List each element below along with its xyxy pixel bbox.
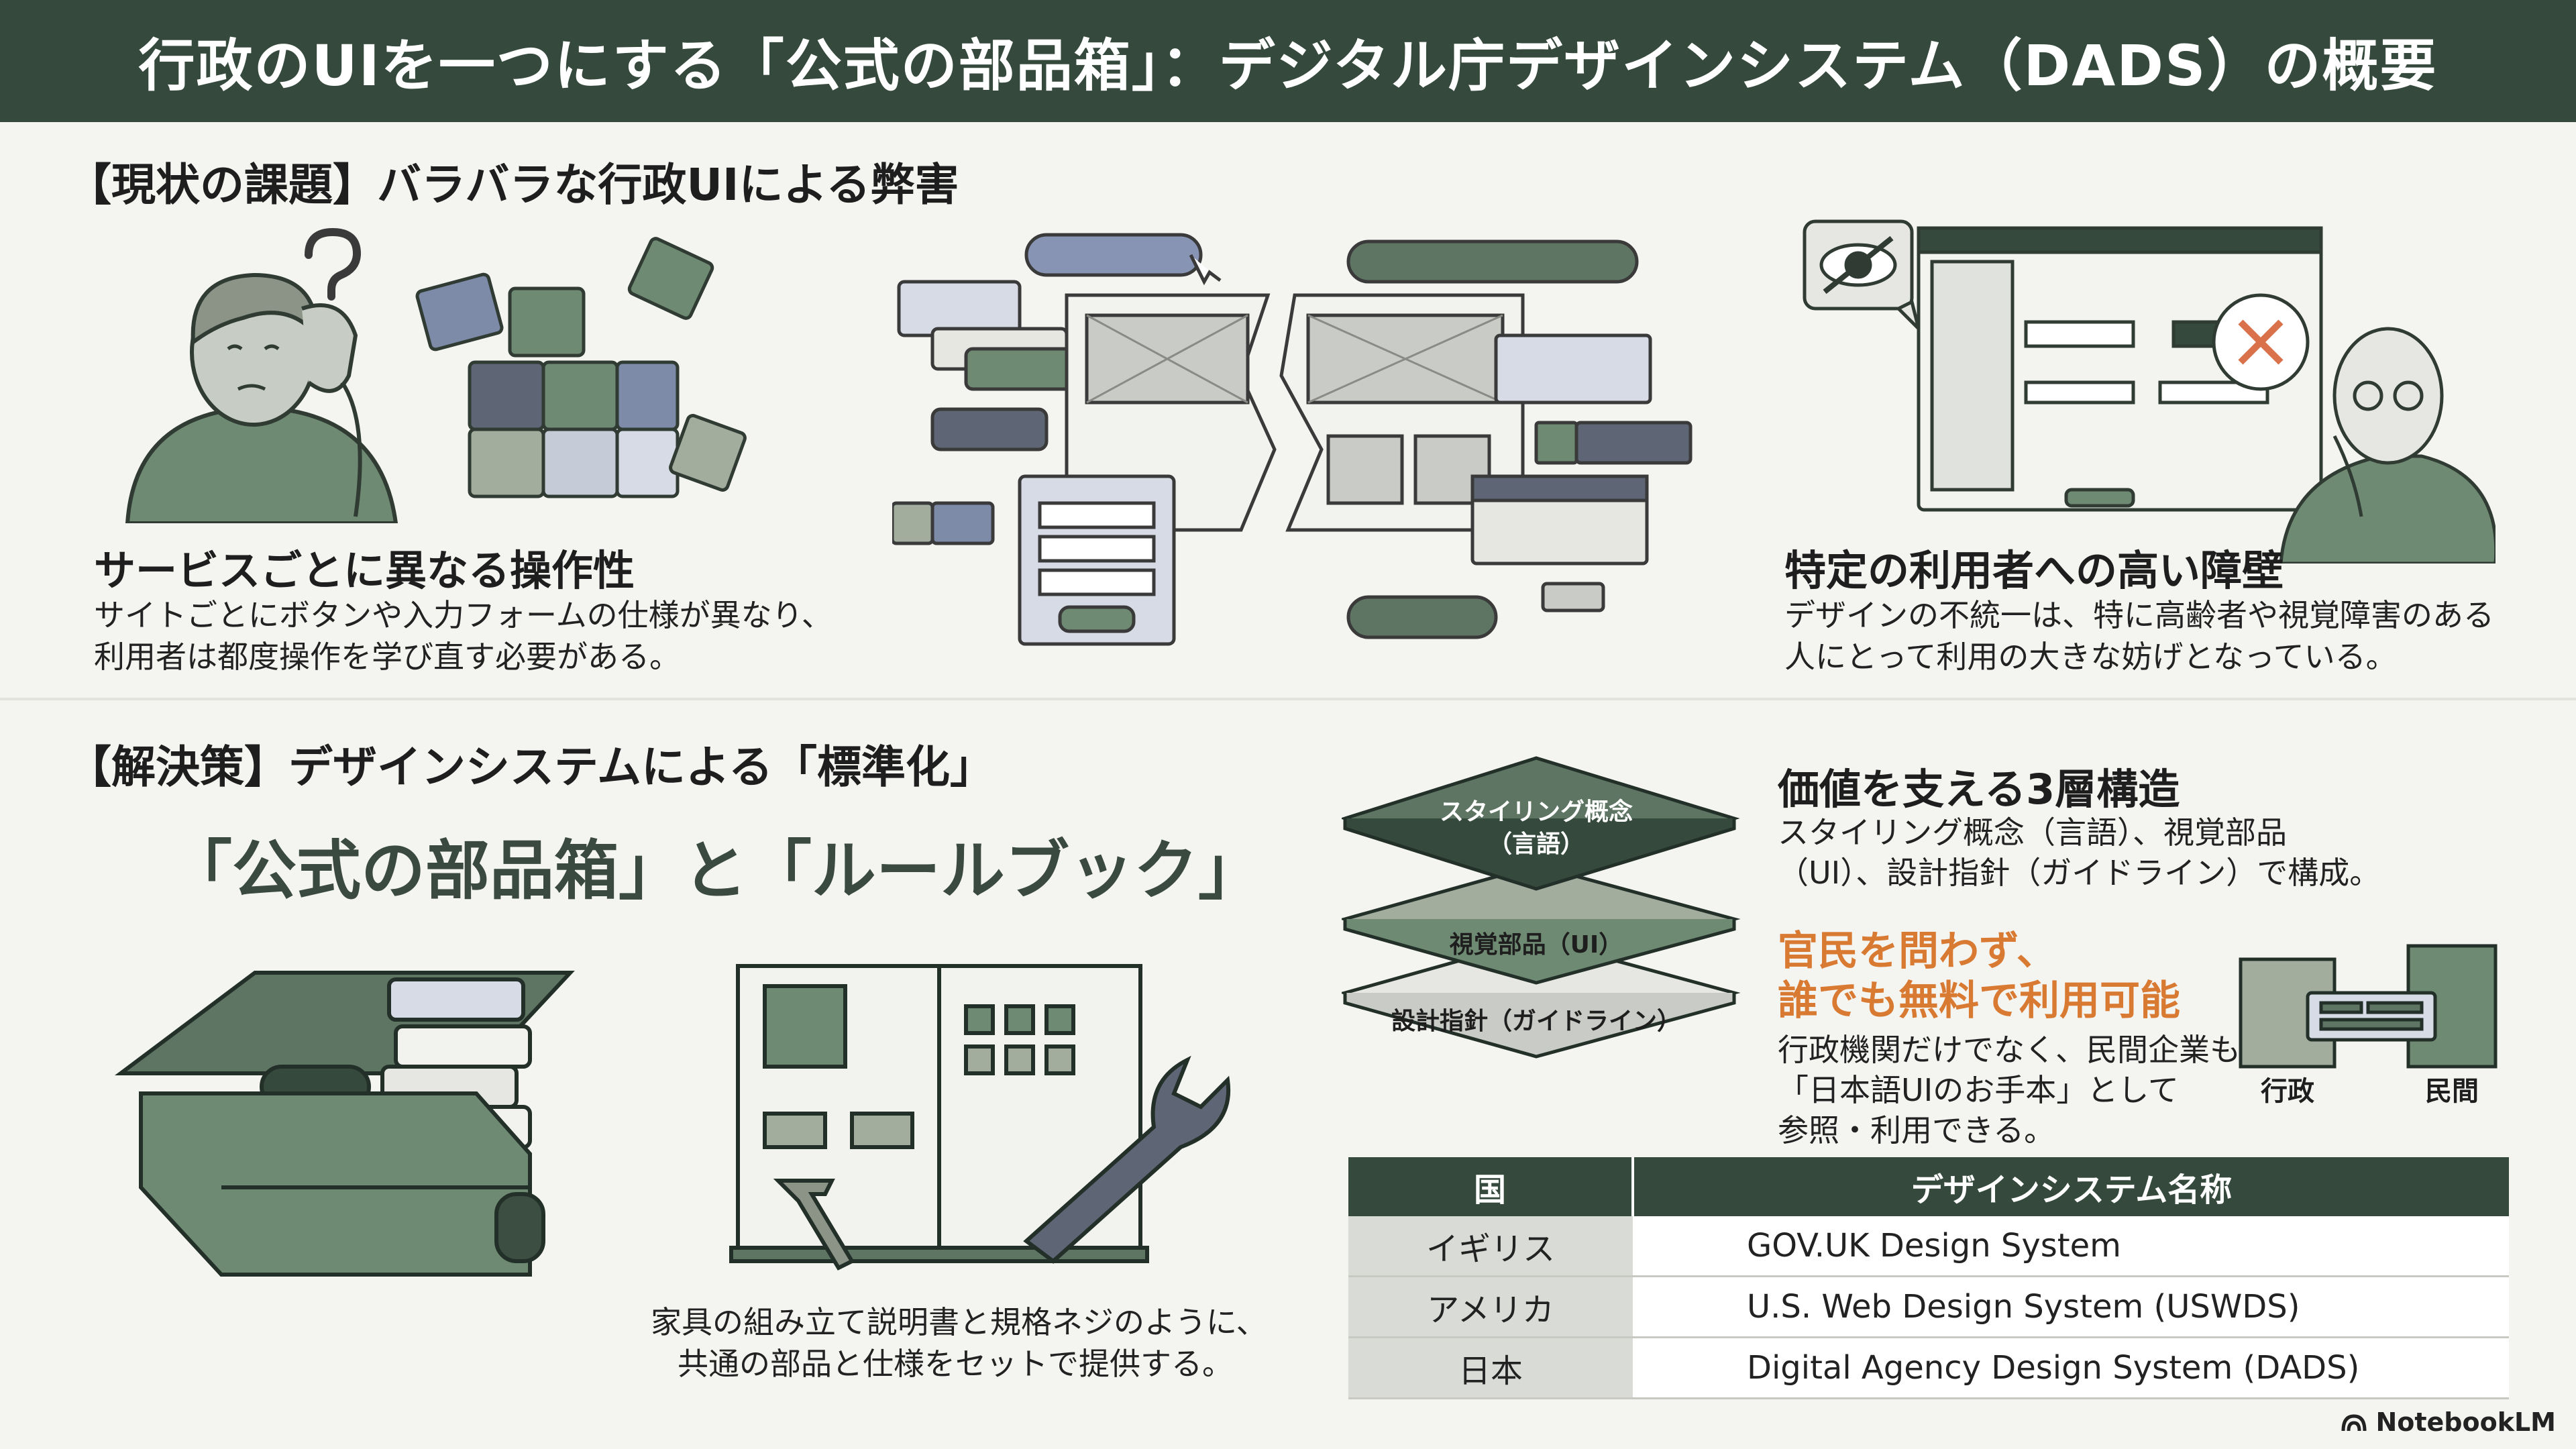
inconsistent-ui-illustration — [892, 233, 1693, 646]
accessibility-barrier-illustration — [1803, 219, 2496, 564]
three-layer-stack: スタイリング概念 （言語） 視覚部品（UI） 設計指針（ガイドライン） — [1342, 756, 1741, 1059]
brand-mark: NotebookLM — [2341, 1407, 2556, 1437]
problem-left-line-2: 利用者は都度操作を学び直す必要がある。 — [94, 639, 680, 675]
free-line-2: 「日本語UIのお手本」として — [1778, 1072, 2179, 1108]
table-header-row: 国 デザインシステム名称 — [1348, 1157, 2509, 1216]
notebooklm-logo-icon — [2341, 1414, 2367, 1432]
layer-middle-label: 視覚部品（UI） — [1450, 931, 1623, 959]
problem-right-title: 特定の利用者への高い障壁 — [1784, 546, 2284, 595]
structure-line-1: スタイリング概念（言語）、視覚部品 — [1778, 814, 2287, 851]
table-row: アメリカ U.S. Web Design System (USWDS) — [1348, 1276, 2509, 1338]
public-private-buildings-illustration: 行政 民間 — [2239, 944, 2498, 1107]
header-bar: 行政のUIを一つにする「公式の部品箱」：デジタル庁デザインシステム（DADS）の… — [0, 0, 2576, 122]
table-cell-country: 日本 — [1348, 1337, 1633, 1399]
confused-user-illustration — [125, 228, 747, 523]
table-cell-name: U.S. Web Design System (USWDS) — [1633, 1276, 2509, 1338]
design-systems-table: 国 デザインシステム名称 イギリス GOV.UK Design System ア… — [1348, 1157, 2509, 1399]
structure-title: 価値を支える3層構造 — [1778, 765, 2180, 814]
section-divider — [0, 698, 2576, 700]
free-title-line-2: 誰でも無料で利用可能 — [1778, 977, 2180, 1024]
x-mark-icon — [2212, 293, 2310, 391]
free-line-3: 参照・利用できる。 — [1778, 1112, 2055, 1148]
problem-left-title: サービスごとに異なる操作性 — [94, 546, 635, 595]
table-row: イギリス GOV.UK Design System — [1348, 1216, 2509, 1277]
label-private: 民間 — [2425, 1076, 2479, 1107]
free-line-1: 行政機関だけでなく、民間企業も — [1778, 1032, 2241, 1068]
problem-left-line-1: サイトごとにボタンや入力フォームの仕様が異なり、 — [94, 597, 833, 633]
label-gov: 行政 — [2261, 1076, 2314, 1107]
problem-right-line-1: デザインの不統一は、特に高齢者や視覚障害のある — [1784, 597, 2494, 633]
solution-caption-line-1: 家具の組み立て説明書と規格ネジのように、 — [651, 1304, 1267, 1340]
table-cell-country: イギリス — [1348, 1216, 1633, 1277]
eye-off-icon — [1803, 219, 1922, 335]
table-cell-name: Digital Agency Design System (DADS) — [1633, 1337, 2509, 1399]
toolbox-and-rulebook-illustration — [115, 964, 1231, 1277]
layer-bottom-label: 設計指針（ガイドライン） — [1391, 1008, 1681, 1035]
layer-top-label-1: スタイリング概念 — [1440, 798, 1633, 826]
puzzle-pieces — [415, 237, 747, 498]
problem-heading: 【現状の課題】バラバラな行政UIによる弊害 — [67, 159, 959, 211]
layer-top-label-2: （言語） — [1488, 830, 1585, 858]
table-header-name: デザインシステム名称 — [1633, 1157, 2509, 1216]
brand-label: NotebookLM — [2375, 1407, 2556, 1437]
solution-subtitle: 「公式の部品箱」と「ルールブック」 — [168, 833, 1263, 908]
solution-heading: 【解決策】デザインシステムによる「標準化」 — [67, 741, 995, 793]
solution-caption-line-2: 共通の部品と仕様をセットで提供する。 — [678, 1346, 1233, 1382]
structure-line-2: （UI）、設計指針（ガイドライン）で構成。 — [1778, 855, 2381, 891]
page-title: 行政のUIを一つにする「公式の部品箱」：デジタル庁デザインシステム（DADS）の… — [138, 32, 2438, 99]
table-cell-country: アメリカ — [1348, 1276, 1633, 1338]
problem-right-line-2: 人にとって利用の大きな妨げとなっている。 — [1784, 639, 2397, 675]
table-header-country: 国 — [1348, 1157, 1634, 1216]
free-title-line-1: 官民を問わず、 — [1778, 928, 2057, 975]
table-row: 日本 Digital Agency Design System (DADS) — [1348, 1337, 2509, 1399]
table-cell-name: GOV.UK Design System — [1633, 1216, 2509, 1277]
